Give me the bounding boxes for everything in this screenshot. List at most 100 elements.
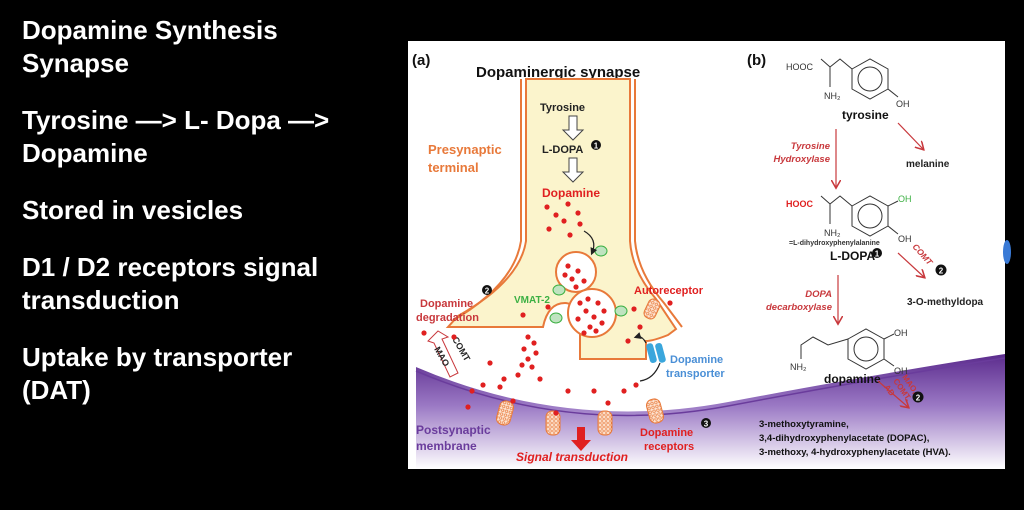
bullet-text: Stored in vesicles	[22, 195, 244, 225]
vmat-icon	[549, 312, 563, 324]
figure-svg: (a) Dopaminergic synapse Tyrosine L-DOPA…	[412, 52, 1005, 469]
badge-2-text: 2	[939, 267, 944, 276]
receptor-icon	[597, 410, 613, 436]
product-line: 3,4-dihydroxyphenylacetate (DOPAC),	[759, 433, 929, 444]
dopamine-dot	[581, 278, 587, 284]
label-ldopa: L-DOPA	[542, 144, 583, 156]
dopamine-structure	[800, 328, 895, 370]
membrane-line	[415, 352, 1005, 412]
badge-2-text: 2	[916, 394, 921, 403]
dopamine-dot	[585, 296, 591, 302]
dopamine-dot	[544, 204, 550, 210]
dopamine-dot	[520, 312, 526, 318]
panel-a: (a) Dopaminergic synapse Tyrosine L-DOPA…	[412, 52, 1005, 469]
dopamine-dot	[637, 324, 643, 330]
badge-3	[701, 418, 711, 428]
dopamine-dot	[497, 384, 503, 390]
label-vmat: VMAT-2	[514, 295, 550, 306]
arrow-down-icon	[561, 157, 585, 183]
tyrosine-structure	[820, 58, 899, 100]
reuptake-arrow	[639, 362, 661, 382]
edge-marker	[1003, 240, 1011, 264]
dopamine-dot	[577, 221, 583, 227]
dopamine-dot	[529, 364, 535, 370]
label-degradation-2: degradation	[416, 312, 479, 324]
label-receptors-1: Dopamine	[640, 427, 693, 439]
transporter-icon	[646, 343, 657, 364]
label-enzyme-1: Tyrosine	[791, 141, 831, 152]
arrow-mao	[877, 380, 908, 407]
product-line: 3-methoxy, 4-hydroxyphenylacetate (HVA).	[759, 447, 951, 458]
label-methyldopa: 3-O-methyldopa	[907, 297, 984, 308]
dopamine-dot	[480, 382, 486, 388]
transporter-icon	[655, 342, 666, 363]
label-tyrosine: Tyrosine	[540, 102, 585, 114]
dopamine-dot	[561, 218, 567, 224]
ldopa-oh: OH	[898, 234, 912, 244]
label-melanine: melanine	[906, 159, 950, 170]
tyrosine-nh2: NH₂	[824, 91, 841, 101]
dopamine-nh2: NH₂	[790, 362, 807, 372]
dopamine-dot	[553, 410, 559, 416]
badge-2	[912, 391, 924, 403]
dopamine-dot	[515, 372, 521, 378]
dopamine-dot	[533, 350, 539, 356]
label-terminal: terminal	[428, 160, 479, 175]
terminal-outline	[451, 79, 522, 322]
dopamine-dot	[565, 388, 571, 394]
dopamine-dot	[421, 330, 427, 336]
panel-a-title: Dopaminergic synapse	[476, 64, 640, 81]
label-receptors-2: receptors	[644, 441, 694, 453]
ldopa-structure	[820, 195, 899, 237]
label-signal-transduction: Signal transduction	[516, 450, 628, 464]
receptor-icon	[545, 410, 561, 436]
reuptake-arrow	[633, 332, 647, 344]
dopamine-dot	[553, 212, 559, 218]
dopamine-dot	[545, 304, 551, 310]
dopamine-dot	[591, 388, 597, 394]
dopamine-dot	[501, 376, 507, 382]
label-transporter-2: transporter	[666, 368, 725, 380]
dopamine-dot	[465, 404, 471, 410]
dopamine-dot	[510, 398, 516, 404]
dopamine-dot	[487, 360, 493, 366]
dopamine-oh: OH	[894, 366, 908, 376]
ldopa-nh2: NH₂	[824, 228, 841, 238]
label-comt-b: COMT	[911, 242, 936, 268]
tyrosine-oh: OH	[896, 99, 910, 109]
dopamine-dot	[575, 268, 581, 274]
dopamine-dot	[577, 300, 583, 306]
dopamine-dot	[537, 376, 543, 382]
degradation-arrow-icon	[427, 330, 459, 378]
bullet-synthesis: Dopamine Synthesis Synapse	[22, 14, 402, 80]
dopamine-dot	[605, 400, 611, 406]
dopamine-molecules	[421, 201, 673, 416]
label-presynaptic: Presynaptic	[428, 142, 502, 157]
arrow-down-icon	[561, 115, 585, 141]
dopamine-oh: OH	[894, 328, 908, 338]
badge-2	[935, 264, 947, 276]
vmat-icon	[614, 305, 628, 317]
vesicle	[567, 288, 617, 338]
vmat-icon	[552, 284, 566, 296]
dopamine-dot	[573, 284, 579, 290]
ldopa-oh-new: OH	[898, 194, 912, 204]
bullet-text: Tyrosine —> L- Dopa —> Dopamine	[22, 105, 330, 168]
label-tyrosine-b: tyrosine	[842, 108, 889, 122]
dopamine-dot	[621, 388, 627, 394]
label-membrane: membrane	[416, 439, 477, 453]
panel-a-label: (a)	[412, 52, 430, 69]
tyrosine-hooc: HOOC	[786, 62, 814, 72]
vmat-icon	[594, 245, 608, 257]
dopamine-dot	[625, 338, 631, 344]
receptor-icon	[495, 400, 515, 426]
badge-1-text: 1	[875, 250, 880, 259]
dopamine-dot	[569, 276, 575, 282]
dopamine-dot	[451, 334, 457, 340]
label-postsynaptic: Postsynaptic	[416, 423, 491, 437]
dopamine-dot	[591, 314, 597, 320]
label-ldopa-b: L-DOPA	[830, 249, 875, 263]
dopamine-dot	[633, 382, 639, 388]
dopamine-dot	[581, 330, 587, 336]
dopamine-dot	[593, 328, 599, 334]
